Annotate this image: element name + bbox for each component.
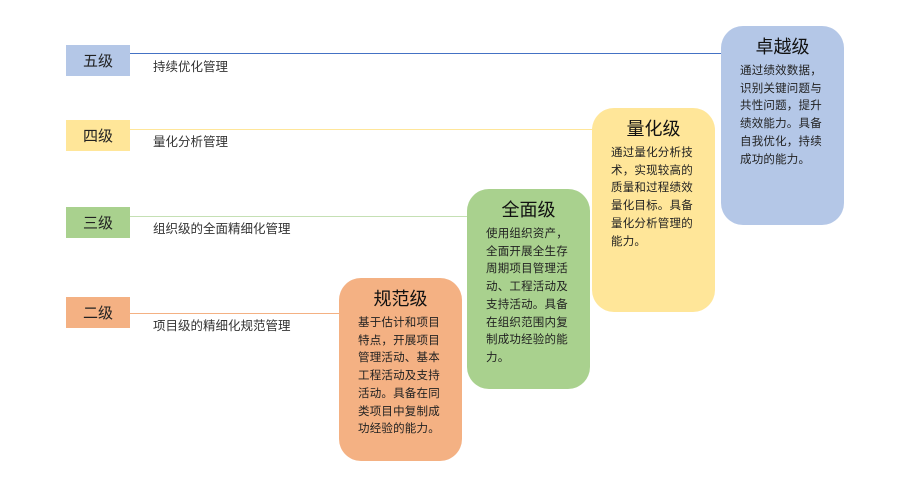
card-excellence-level-title: 卓越级 <box>755 37 810 58</box>
card-quantitative-level-body: 通过量化分析技术，实现较高的质量和过程绩效量化目标。具备量化分析管理的能力。 <box>611 145 693 248</box>
card-comprehensive-level: 全面级 使用组织资产，全面开展全生存周期项目管理活动、工程活动及支持活动。具备在… <box>467 189 590 389</box>
level-4-label: 四级 <box>66 120 130 151</box>
card-standard-level-title: 规范级 <box>373 289 428 310</box>
level-3-connector-line <box>130 216 467 217</box>
level-2-description: 项目级的精细化规范管理 <box>153 318 291 333</box>
card-quantitative-level: 量化级 通过量化分析技术，实现较高的质量和过程绩效量化目标。具备量化分析管理的能… <box>592 108 715 312</box>
level-2-label-text: 二级 <box>82 304 113 322</box>
level-3-label: 三级 <box>66 207 130 238</box>
card-comprehensive-level-body: 使用组织资产，全面开展全生存周期项目管理活动、工程活动及支持活动。具备在组织范围… <box>486 226 568 364</box>
card-quantitative-level-title: 量化级 <box>626 119 681 140</box>
card-standard-level-body: 基于估计和项目特点，开展项目管理活动、基本工程活动及支持活动。具备在同类项目中复… <box>358 315 440 436</box>
level-3-description: 组织级的全面精细化管理 <box>153 221 291 236</box>
card-excellence-level-body: 通过绩效数据，识别关键问题与共性问题，提升绩效能力。具备自我优化，持续成功的能力… <box>740 63 822 166</box>
level-5-connector-line <box>130 53 721 54</box>
card-excellence-level: 卓越级 通过绩效数据，识别关键问题与共性问题，提升绩效能力。具备自我优化，持续成… <box>721 26 844 225</box>
level-2-connector-line <box>130 313 339 314</box>
level-4-description: 量化分析管理 <box>153 134 229 149</box>
level-2-label: 二级 <box>66 297 130 328</box>
level-4-connector-line <box>130 129 592 130</box>
card-comprehensive-level-title: 全面级 <box>501 200 556 221</box>
level-5-label-text: 五级 <box>82 52 113 70</box>
card-standard-level: 规范级 基于估计和项目特点，开展项目管理活动、基本工程活动及支持活动。具备在同类… <box>339 278 462 461</box>
level-5-description: 持续优化管理 <box>153 59 229 74</box>
level-4-label-text: 四级 <box>82 127 113 145</box>
level-3-label-text: 三级 <box>82 214 113 232</box>
level-5-label: 五级 <box>66 45 130 76</box>
